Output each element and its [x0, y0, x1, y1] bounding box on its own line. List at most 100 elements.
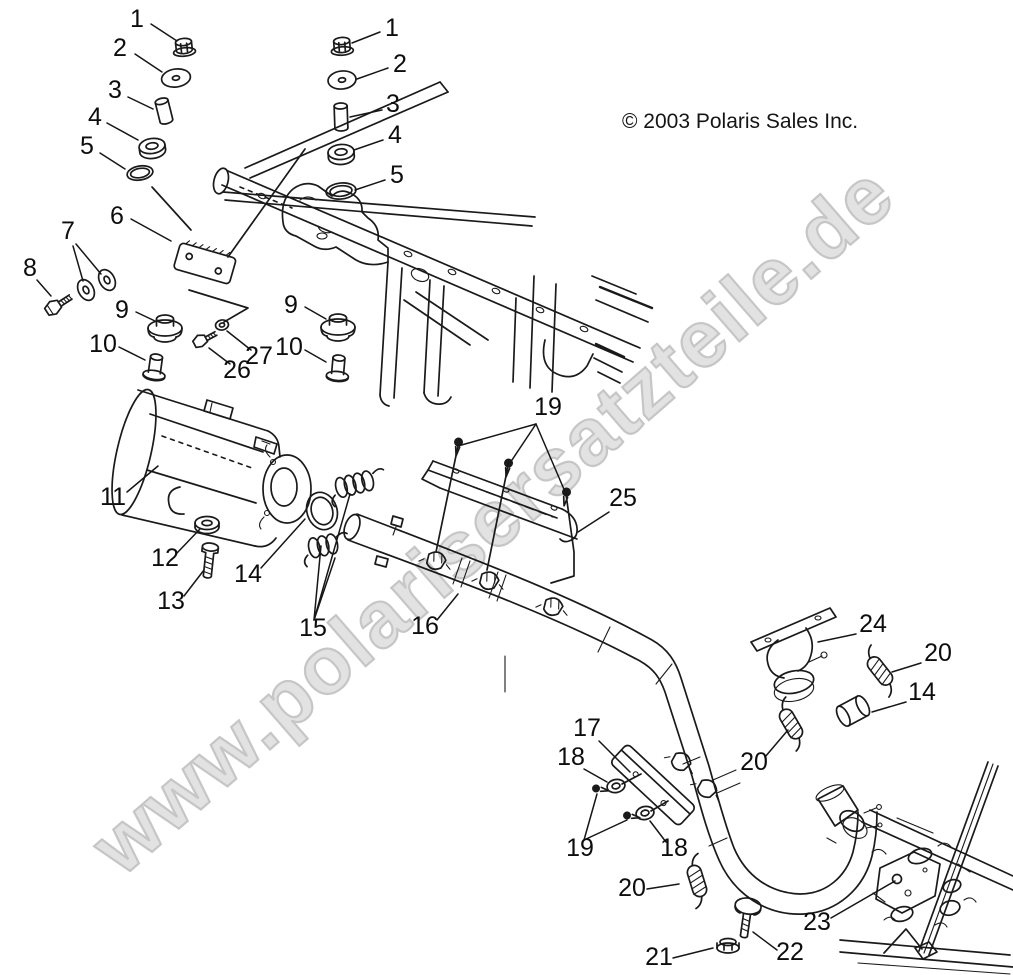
- mount-stack-right: [325, 36, 357, 200]
- pipe-clamp-b: [471, 571, 504, 591]
- callout-19-25: 19: [457, 393, 567, 495]
- callout-label: 20: [924, 639, 952, 667]
- callout-label: 12: [151, 544, 179, 572]
- callout-16-24: 16: [411, 593, 459, 640]
- callout-12-20: 12: [151, 528, 201, 572]
- callout-label: 8: [23, 254, 37, 282]
- callout-label: 10: [89, 330, 117, 358]
- callout-11-19: 11: [100, 465, 159, 511]
- callout-label: 6: [110, 202, 124, 230]
- heat-shield-upper-25: [421, 460, 578, 543]
- callout-1-0: 1: [130, 5, 178, 42]
- leader-line: [535, 423, 567, 495]
- leader-line: [583, 768, 608, 783]
- pipe-clamp-c: [535, 597, 568, 617]
- position-indicator-lines: [151, 148, 669, 812]
- leader-line: [646, 883, 680, 890]
- callout-23-38: 23: [803, 880, 896, 936]
- spring-20-right: [866, 644, 894, 698]
- bolt-8: [43, 294, 73, 317]
- leader-line: [226, 330, 252, 351]
- callout-27-16: 27: [226, 330, 273, 370]
- leader-line: [354, 179, 386, 191]
- callout-20-28: 20: [891, 639, 952, 673]
- callout-label: 19: [566, 834, 594, 862]
- nut-1-right: [330, 36, 355, 57]
- leader-line: [135, 311, 156, 322]
- callout-label: 5: [390, 161, 404, 189]
- bolt-26: [191, 330, 218, 349]
- heat-shield-lower-17: [610, 744, 696, 826]
- callout-label: 20: [618, 874, 646, 902]
- callout-label: 20: [740, 748, 768, 776]
- washer-2-right: [327, 70, 357, 90]
- callout-9-17: 9: [284, 291, 327, 320]
- callout-label: 17: [573, 714, 601, 742]
- spring-20-bottom: [686, 852, 708, 910]
- muffler-11: [111, 388, 312, 548]
- shield-clamp-d: [663, 752, 693, 775]
- callout-4-8: 4: [353, 121, 402, 151]
- callout-label: 22: [776, 938, 804, 966]
- callout-7-11: 7: [61, 217, 102, 282]
- callout-label: 14: [234, 560, 262, 588]
- leader-line: [130, 218, 172, 242]
- callout-10-18: 10: [275, 333, 327, 363]
- callout-5-9: 5: [354, 161, 404, 191]
- callout-2-1: 2: [113, 34, 163, 73]
- grommet-9-left: [147, 314, 183, 343]
- callout-label: 24: [859, 610, 887, 638]
- callout-label: 19: [534, 393, 562, 421]
- leader-line: [891, 662, 922, 673]
- leader-line: [356, 67, 389, 80]
- nut-18-a: [606, 778, 626, 794]
- leader-line: [36, 279, 52, 297]
- leader-line: [118, 346, 146, 361]
- leader-line: [817, 633, 857, 643]
- leader-line: [764, 729, 789, 758]
- exploded-view-artwork: [43, 36, 1013, 975]
- grommet-9-right: [320, 313, 356, 342]
- leader-line: [150, 23, 178, 42]
- leader-line: [353, 139, 384, 151]
- spacer-3-right: [333, 102, 349, 132]
- leader-line: [183, 569, 205, 597]
- leader-line: [134, 53, 163, 73]
- callout-21-36: 21: [645, 943, 714, 971]
- callout-25-26: 25: [577, 484, 637, 533]
- callout-label: 13: [157, 587, 185, 615]
- callout-label: 21: [645, 943, 673, 971]
- leader-line: [752, 931, 778, 951]
- leader-line: [313, 557, 336, 621]
- callout-label: 14: [908, 678, 936, 706]
- bushing-4-right: [327, 143, 356, 166]
- leader-line: [672, 947, 714, 959]
- callout-label: 1: [385, 14, 399, 42]
- callout-label: 1: [130, 5, 144, 33]
- callout-label: 10: [275, 333, 303, 361]
- gasket-14-right: [835, 694, 871, 728]
- leader-line: [260, 518, 306, 569]
- gasket-14-left: [305, 491, 339, 531]
- callout-label: 2: [393, 50, 407, 78]
- ring-5-left: [126, 164, 154, 182]
- frame-footrest-23: [839, 761, 1013, 975]
- callout-label: 15: [299, 614, 327, 642]
- nut-21: [716, 937, 740, 954]
- bushing-4-left: [138, 137, 167, 160]
- callout-label: 11: [100, 483, 126, 511]
- shield-clamp-e: [689, 779, 719, 802]
- screw-19-bottom-1: [592, 784, 610, 793]
- callout-label: 23: [803, 908, 831, 936]
- leader-line: [75, 243, 102, 275]
- leader-line: [830, 880, 896, 919]
- callout-label: 16: [411, 612, 439, 640]
- watermark-text: www.polarisersatzteile.de: [74, 148, 910, 892]
- leader-line: [507, 423, 537, 467]
- callout-19-34: 19: [566, 793, 628, 862]
- callout-4-3: 4: [88, 103, 139, 141]
- frame-assembly: [212, 81, 654, 693]
- callout-5-4: 5: [80, 132, 126, 170]
